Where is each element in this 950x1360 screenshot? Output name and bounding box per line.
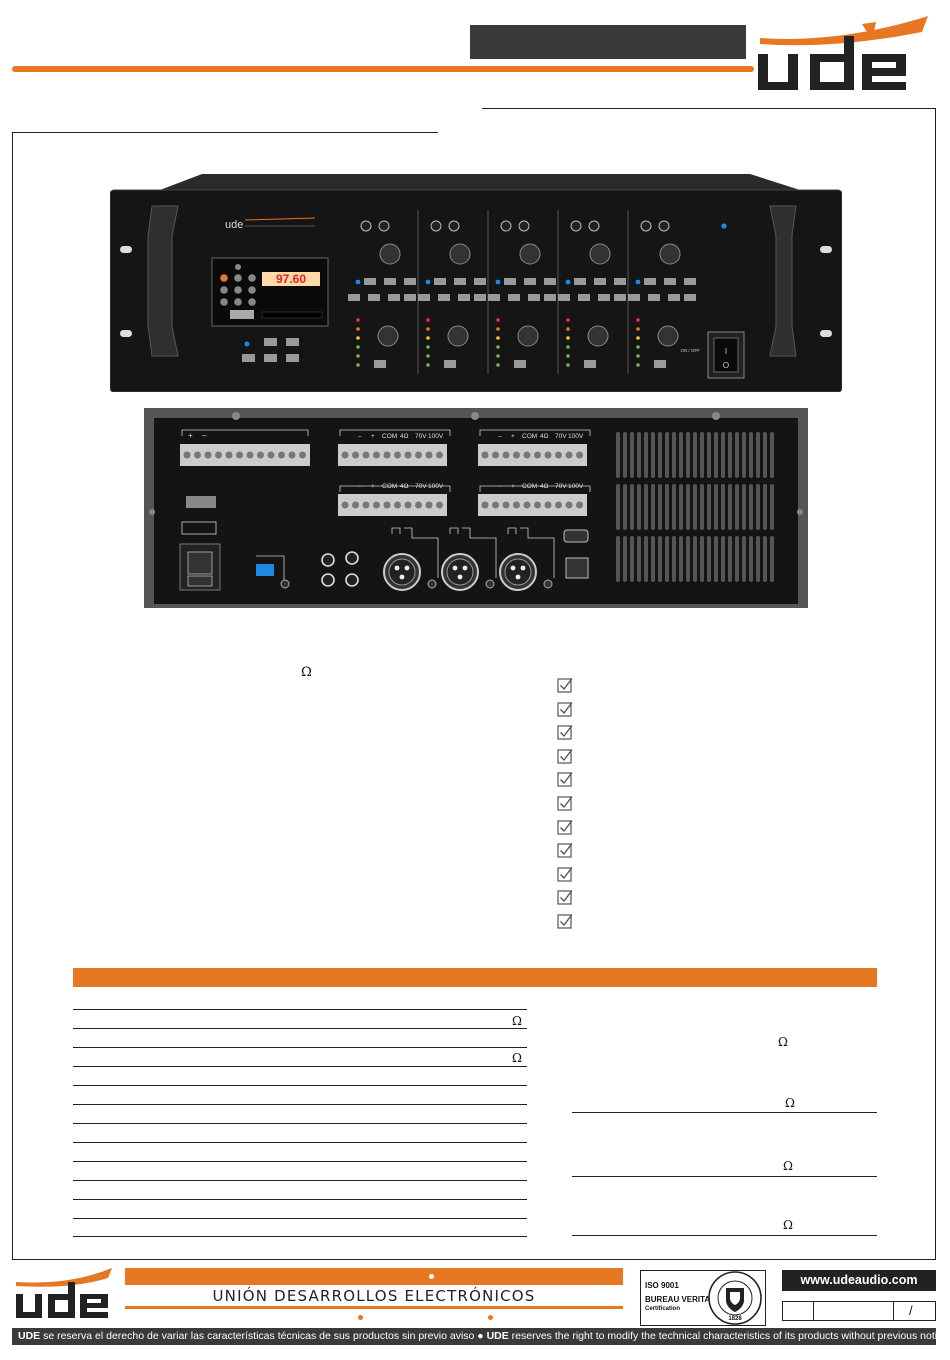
checkbox-icon: [557, 678, 573, 693]
spec-row-line: [572, 1112, 877, 1113]
cert-title: ISO 9001: [645, 1281, 679, 1290]
ohm-symbol: Ω: [785, 1096, 795, 1110]
org-underline: [125, 1306, 623, 1309]
spec-row-line: [73, 1161, 527, 1162]
spec-row-line: [73, 1047, 527, 1048]
speaker-terminal-label: 100V: [568, 483, 584, 490]
speaker-terminal-label: 4Ω: [400, 483, 409, 490]
speaker-terminal-label: 70V: [555, 433, 567, 440]
speaker-terminal-label: +: [511, 433, 515, 440]
specifications-bar: [73, 968, 877, 987]
front-panel-image: ude I O ON / OFF: [110, 174, 842, 392]
speaker-terminal-label: COM: [382, 483, 397, 490]
spec-row-line: [73, 1085, 527, 1086]
spec-row-line: [572, 1235, 877, 1236]
spec-row-line: [73, 1028, 527, 1029]
ohm-symbol: Ω: [783, 1218, 793, 1232]
checkbox-icon: [557, 866, 573, 882]
disclaimer-brand-es: UDE: [18, 1330, 41, 1342]
disclaimer-es: se reserva el derecho de variar las cara…: [40, 1330, 478, 1342]
speaker-terminal-label: +: [371, 433, 375, 440]
disclaimer-en: reserves the right to modify the technic…: [508, 1330, 936, 1342]
power-label: ON / OFF: [681, 348, 701, 353]
speaker-terminal-label: –: [358, 433, 362, 440]
speaker-terminal-label: +: [511, 483, 515, 490]
disclaimer-sep: ●: [477, 1330, 484, 1342]
speaker-terminal-label: 70V: [555, 483, 567, 490]
spec-row-line: [73, 1142, 527, 1143]
speaker-terminal-label: 100V: [428, 483, 444, 490]
ctrl-terminal-plus: +: [188, 431, 193, 440]
spec-row-line: [73, 1066, 527, 1067]
frame-edge: [935, 108, 936, 133]
speaker-terminal-label: 70V: [415, 483, 427, 490]
speaker-terminal-label: COM: [522, 483, 537, 490]
speaker-terminal-label: 100V: [568, 433, 584, 440]
section-rule: [12, 132, 438, 133]
speaker-terminal-label: 70V: [415, 433, 427, 440]
disclaimer-brand-en: UDE: [486, 1330, 509, 1342]
ohm-symbol: Ω: [783, 1159, 793, 1173]
spec-row-line: [73, 1104, 527, 1105]
checkbox-icon: [557, 819, 573, 835]
header-accent-line: [12, 66, 754, 72]
spec-row-line: [73, 1180, 527, 1181]
spec-row-line: [73, 1199, 527, 1200]
bureau-veritas-seal-icon: [708, 1271, 762, 1325]
speaker-terminal-label: COM: [382, 433, 397, 440]
spec-row-line: [73, 1123, 527, 1124]
footer-logo-icon: [16, 1268, 112, 1318]
iso-cert-box: [640, 1270, 766, 1326]
checkbox-icon: [557, 796, 573, 811]
tuner-display-value: 97.60: [275, 272, 307, 286]
spec-row-line: [572, 1176, 877, 1177]
power-off-mark: O: [723, 361, 729, 370]
content-frame: [12, 132, 936, 1260]
organization-name: UNIÓN DESARROLLOS ELECTRÓNICOS: [212, 1287, 536, 1305]
speaker-terminal-label: 4Ω: [400, 433, 409, 440]
power-on-mark: I: [725, 347, 727, 356]
ohm-symbol: Ω: [512, 1051, 522, 1065]
website-link[interactable]: www.udeaudio.com: [782, 1270, 936, 1291]
page-number-box: /: [782, 1301, 936, 1321]
checkbox-icon: [557, 725, 573, 740]
speaker-terminal-label: –: [498, 433, 502, 440]
speaker-terminal-label: 4Ω: [540, 433, 549, 440]
ohm-symbol: Ω: [778, 1035, 788, 1049]
speaker-terminal-label: COM: [522, 433, 537, 440]
org-accent-bar: [125, 1268, 623, 1285]
org-dot: [429, 1274, 434, 1279]
ude-logo-icon: [758, 16, 928, 90]
disclaimer-bar: UDE se reserva el derecho de variar las …: [12, 1328, 936, 1345]
speaker-terminal-label: 100V: [428, 433, 444, 440]
org-dot: [488, 1315, 493, 1320]
checkbox-icon: [557, 701, 573, 717]
cert-sub: Certification: [645, 1306, 681, 1312]
ohm-symbol: Ω: [301, 665, 312, 680]
header-title-bar: [470, 25, 746, 59]
checkbox-icon: [557, 890, 573, 905]
spec-row-line: [73, 1009, 527, 1010]
checkbox-icon: [557, 914, 573, 929]
page-separator: /: [909, 1303, 913, 1318]
ctrl-terminal-minus: –: [202, 431, 207, 440]
spec-row-line: [73, 1218, 527, 1219]
bv-year: 1828: [728, 1316, 742, 1322]
checkbox-icon: [557, 748, 573, 764]
spec-row-line: [73, 1236, 527, 1237]
checkbox-icon: [557, 843, 573, 858]
speaker-terminal-label: +: [371, 483, 375, 490]
svg-text:ude: ude: [225, 219, 243, 231]
cert-body: BUREAU VERITAS: [645, 1295, 716, 1304]
speaker-terminal-label: –: [498, 483, 502, 490]
speaker-terminal-label: –: [358, 483, 362, 490]
ohm-symbol: Ω: [512, 1014, 522, 1028]
org-dot: [358, 1315, 363, 1320]
speaker-terminal-label: 4Ω: [540, 483, 549, 490]
header-rule: [482, 108, 936, 109]
checkbox-icon: [557, 772, 573, 787]
